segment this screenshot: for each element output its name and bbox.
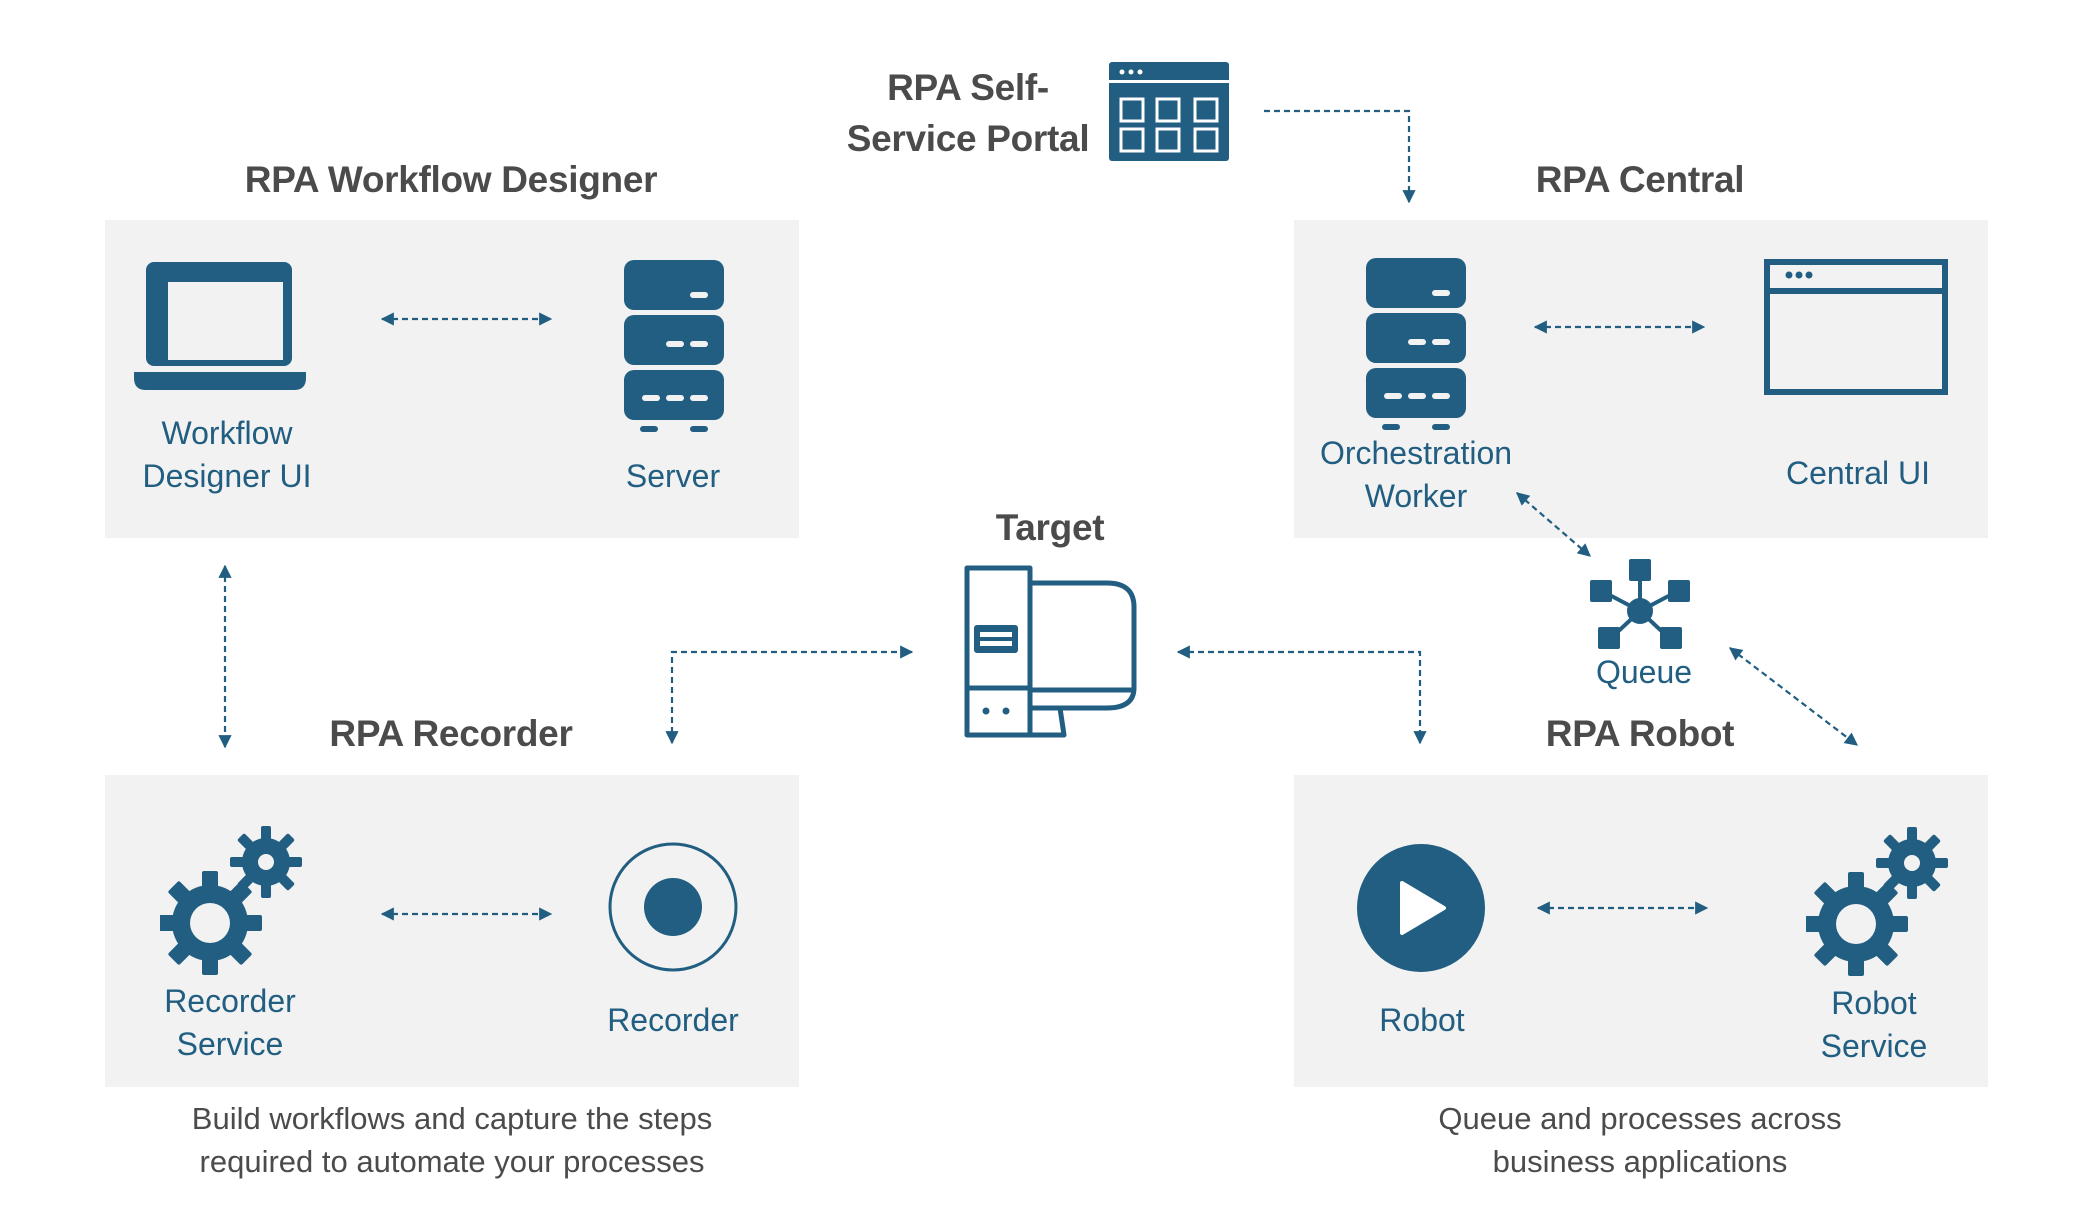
recorder-label: Recorder bbox=[607, 1002, 739, 1038]
self-service-portal-title-line1: RPA Self- bbox=[887, 67, 1049, 108]
gears-icon bbox=[160, 826, 302, 975]
arrow-portal-central bbox=[1264, 109, 1416, 204]
desktop-computer-icon bbox=[964, 565, 1137, 738]
workflow-designer-title: RPA Workflow Designer bbox=[244, 159, 658, 200]
rpa-recorder-title: RPA Recorder bbox=[329, 713, 573, 754]
queue-label: Queue bbox=[1595, 654, 1693, 690]
self-service-portal-title-line2: Service Portal bbox=[846, 118, 1090, 159]
record-button-icon bbox=[608, 842, 738, 972]
arrow-recorder-target bbox=[665, 645, 914, 745]
workflow-designer-ui-label: Workflow Designer UI bbox=[142, 415, 312, 494]
robot-caption: Queue and processes across business appl… bbox=[1438, 1101, 1842, 1179]
arrow-queue-robot-service bbox=[1728, 647, 1859, 746]
server-icon bbox=[624, 260, 724, 432]
server-label: Server bbox=[625, 458, 721, 494]
target-title: Target bbox=[995, 507, 1105, 548]
arrow-target-robot bbox=[1176, 645, 1427, 745]
recorder-service-label: Recorder Service bbox=[164, 983, 296, 1062]
robot-service-gears-icon bbox=[1806, 827, 1948, 976]
central-ui-label: Central UI bbox=[1785, 455, 1931, 491]
portal-grid-icon bbox=[1109, 62, 1229, 161]
rpa-central-title: RPA Central bbox=[1535, 159, 1745, 200]
recorder-caption: Build workflows and capture the steps re… bbox=[191, 1101, 713, 1179]
robot-label: Robot bbox=[1379, 1002, 1465, 1038]
robot-service-label: Robot Service bbox=[1820, 985, 1928, 1064]
network-hub-icon bbox=[1590, 559, 1690, 649]
self-service-portal-title: RPA Self- Service Portal bbox=[847, 62, 1090, 164]
browser-window-icon bbox=[1764, 259, 1948, 395]
laptop-icon bbox=[134, 262, 306, 390]
rpa-robot-title: RPA Robot bbox=[1545, 713, 1735, 754]
orchestration-server-icon bbox=[1366, 258, 1466, 430]
orchestration-worker-label: Orchestration Worker bbox=[1319, 435, 1513, 514]
play-button-icon bbox=[1357, 844, 1485, 972]
